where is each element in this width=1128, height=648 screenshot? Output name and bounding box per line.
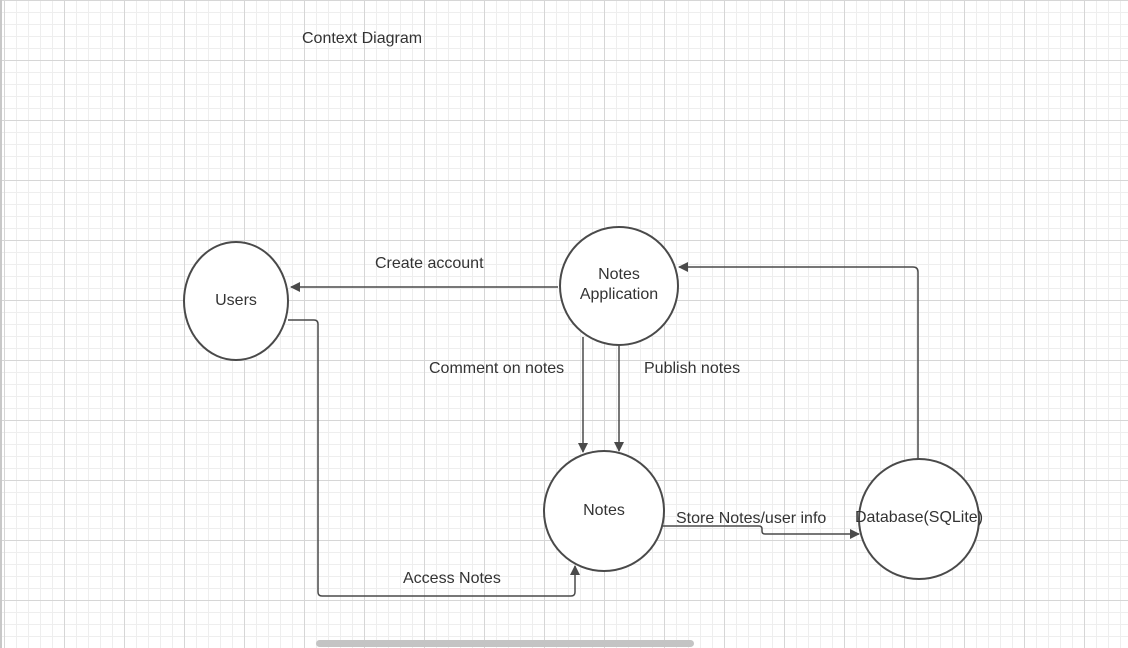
edge-label-publish-notes: Publish notes — [644, 360, 740, 377]
edge-labels: Create account Comment on notes Publish … — [375, 255, 826, 587]
node-notes-application-label-line2: Application — [580, 286, 658, 303]
node-notes-application[interactable]: Notes Application — [559, 226, 679, 346]
node-users-label: Users — [215, 292, 257, 309]
edge-label-comment-on-notes: Comment on notes — [429, 360, 564, 377]
edge-store-notes[interactable] — [663, 525, 860, 539]
node-notes[interactable]: Notes — [543, 450, 665, 572]
edge-label-create-account: Create account — [375, 255, 484, 272]
node-database[interactable]: Database(SQLite) — [855, 458, 983, 580]
edges — [288, 262, 919, 597]
node-notes-application-label-line1: Notes — [598, 266, 640, 283]
edge-database-to-app[interactable] — [678, 262, 919, 459]
horizontal-scrollbar[interactable] — [316, 640, 694, 647]
node-notes-label: Notes — [583, 502, 625, 519]
node-users[interactable]: Users — [183, 241, 289, 361]
node-database-label: Database(SQLite) — [855, 509, 983, 526]
diagram-title: Context Diagram — [302, 30, 422, 47]
edge-label-access-notes: Access Notes — [403, 570, 501, 587]
edge-access-notes[interactable] — [288, 319, 580, 597]
edge-label-store-notes: Store Notes/user info — [676, 510, 826, 527]
